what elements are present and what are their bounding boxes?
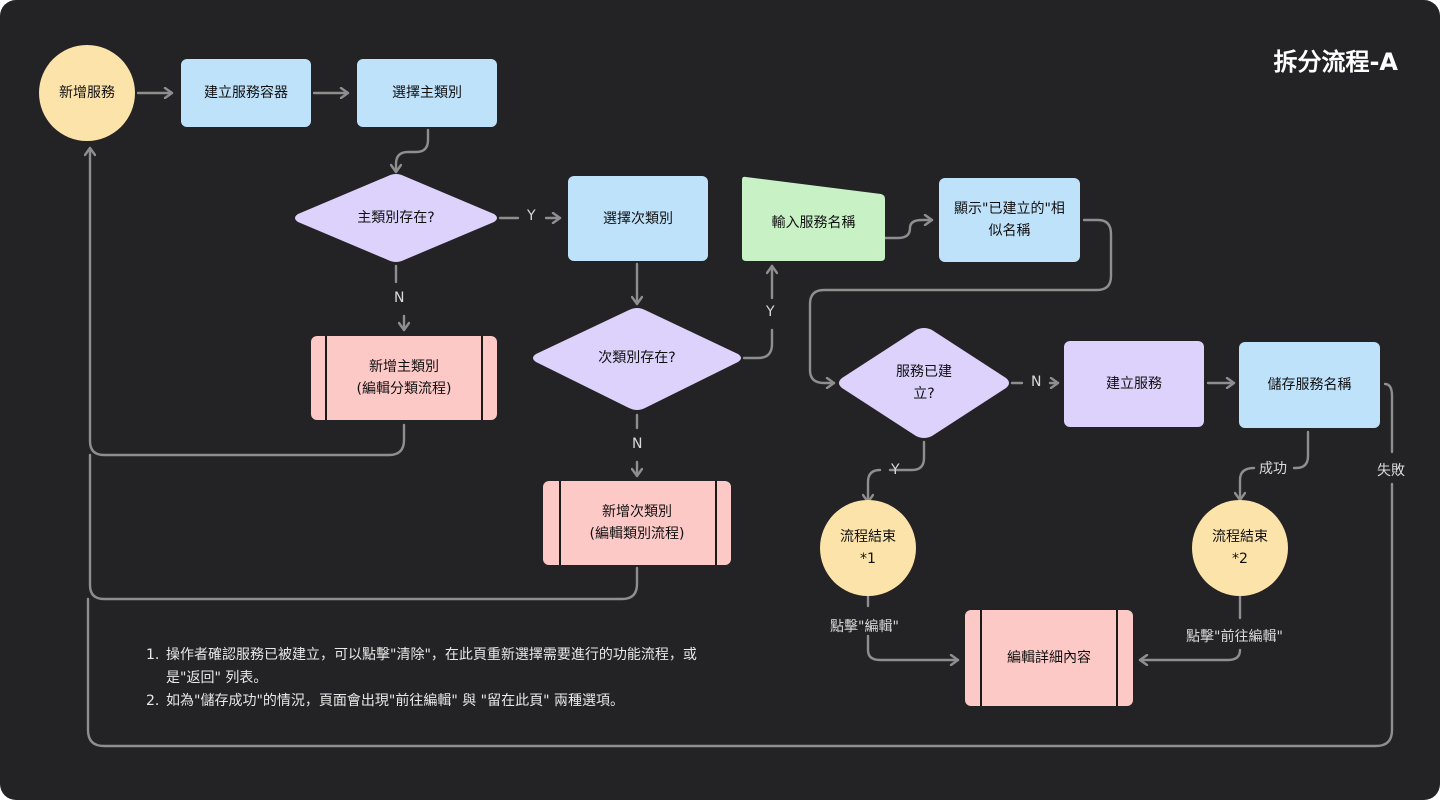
- show-similar-label-line1: 顯示"已建立的"相: [954, 201, 1065, 217]
- end1-node[interactable]: 流程結束 *1: [820, 500, 916, 596]
- main-exists-node[interactable]: 主類別存在?: [330, 205, 462, 231]
- edge-input-similar: [883, 220, 934, 240]
- edge-label-click-goto-edit: 點擊"前往編輯": [1186, 629, 1283, 645]
- save-name-label: 儲存服務名稱: [1267, 377, 1352, 393]
- create-container-node[interactable]: 建立服務容器: [181, 59, 311, 127]
- service-exists-node[interactable]: 服務已建 立?: [874, 360, 974, 406]
- edit-detail-subprocess-bars: [980, 610, 1118, 706]
- create-container-label: 建立服務容器: [204, 85, 288, 101]
- end2-text: 流程結束 *2: [1212, 526, 1268, 570]
- add-main-subprocess-bars: [325, 336, 483, 420]
- edge-end2-edit2: [1138, 648, 1242, 660]
- select-sub-label: 選擇次類別: [603, 210, 673, 227]
- create-service-node[interactable]: 建立服務: [1064, 341, 1204, 427]
- end2-label-line1: 流程結束: [1212, 529, 1268, 545]
- service-exists-label-line2: 立?: [913, 386, 935, 402]
- save-name-node[interactable]: 儲存服務名稱: [1239, 342, 1380, 428]
- diagram-title: 拆分流程-A: [1273, 48, 1398, 76]
- edge-label-y-main: Y: [527, 208, 536, 224]
- note-2-number: 2.: [146, 693, 160, 709]
- show-similar-label-line2: 似名稱: [988, 223, 1031, 239]
- edge-save-fail: [1383, 382, 1394, 454]
- end1-label-line2: *1: [860, 551, 876, 567]
- input-name-label: 輸入服務名稱: [771, 215, 856, 231]
- end1-text: 流程結束 *1: [840, 526, 896, 570]
- show-similar-text: 顯示"已建立的"相 似名稱: [954, 198, 1065, 242]
- edge-label-y-service: Y: [891, 462, 900, 478]
- edge-selectmain-mainexists: [396, 128, 430, 174]
- service-exists-label-line1: 服務已建: [896, 364, 952, 380]
- sub-exists-node[interactable]: 次類別存在?: [572, 345, 702, 371]
- start-node[interactable]: 新增服務: [39, 45, 135, 141]
- add-main-node[interactable]: 新增主類別 (編輯分類流程): [311, 336, 497, 420]
- add-sub-label-line2: (編輯類別流程): [589, 526, 685, 542]
- edge-save-success2: [1240, 466, 1256, 502]
- end1-label-line1: 流程結束: [840, 529, 896, 545]
- select-sub-node[interactable]: 選擇次類別: [568, 176, 708, 261]
- sub-exists-label: 次類別存在?: [598, 350, 676, 366]
- note-2: 2. 如為"儲存成功"的情況，頁面會出現"前往編輯" 與 "留在此頁" 兩種選項…: [146, 690, 697, 713]
- end2-node[interactable]: 流程結束 *2: [1192, 500, 1288, 596]
- add-main-label-line2: (編輯分類流程): [356, 381, 452, 397]
- add-sub-label-line1: 新增次類別: [602, 504, 672, 520]
- edge-end1-edit2: [866, 634, 960, 660]
- edge-label-click-edit: 點擊"編輯": [830, 619, 899, 635]
- add-sub-node[interactable]: 新增次類別 (編輯類別流程): [543, 481, 731, 565]
- add-main-label-line1: 新增主類別: [369, 359, 439, 375]
- input-name-node[interactable]: 輸入服務名稱: [742, 200, 885, 246]
- edge-label-fail: 失敗: [1377, 463, 1405, 479]
- edge-label-y-sub: Y: [766, 304, 775, 320]
- main-exists-label: 主類別存在?: [357, 210, 435, 226]
- end2-label-line2: *2: [1232, 551, 1248, 567]
- edge-label-n-sub: N: [632, 436, 643, 452]
- show-similar-node[interactable]: 顯示"已建立的"相 似名稱: [939, 178, 1080, 262]
- select-main-label: 選擇主類別: [392, 85, 462, 101]
- edge-subexists-y: [742, 328, 774, 360]
- edge-svcexists-y2: [868, 468, 882, 504]
- select-main-node[interactable]: 選擇主類別: [357, 59, 497, 127]
- note-1-line1: 操作者確認服務已被建立，可以點擊"清除"，在此頁重新選擇需要進行的功能流程，或: [166, 647, 697, 663]
- add-sub-subprocess-bars: [559, 481, 717, 565]
- note-2-line1: 如為"儲存成功"的情況，頁面會出現"前往編輯" 與 "留在此頁" 兩種選項。: [166, 693, 624, 709]
- edit-detail-node[interactable]: 編輯詳細內容: [965, 610, 1133, 706]
- notes: 1. 操作者確認服務已被建立，可以點擊"清除"，在此頁重新選擇需要進行的功能流程…: [146, 644, 697, 713]
- create-service-label: 建立服務: [1106, 376, 1162, 392]
- add-sub-text: 新增次類別 (編輯類別流程): [590, 501, 685, 545]
- edge-save-success: [1292, 430, 1310, 470]
- add-main-text: 新增主類別 (編輯分類流程): [357, 356, 452, 400]
- note-1-text: 操作者確認服務已被建立，可以點擊"清除"，在此頁重新選擇需要進行的功能流程，或 …: [166, 644, 697, 690]
- note-1-number: 1.: [146, 647, 160, 663]
- edge-label-n-main: N: [394, 290, 405, 306]
- edge-label-n-service: N: [1031, 374, 1042, 390]
- note-1-line2: 是"返回" 列表。: [166, 670, 268, 686]
- edit-detail-label: 編輯詳細內容: [1007, 650, 1091, 666]
- edge-label-success: 成功: [1259, 461, 1287, 477]
- note-1: 1. 操作者確認服務已被建立，可以點擊"清除"，在此頁重新選擇需要進行的功能流程…: [146, 644, 697, 690]
- start-label: 新增服務: [59, 85, 115, 101]
